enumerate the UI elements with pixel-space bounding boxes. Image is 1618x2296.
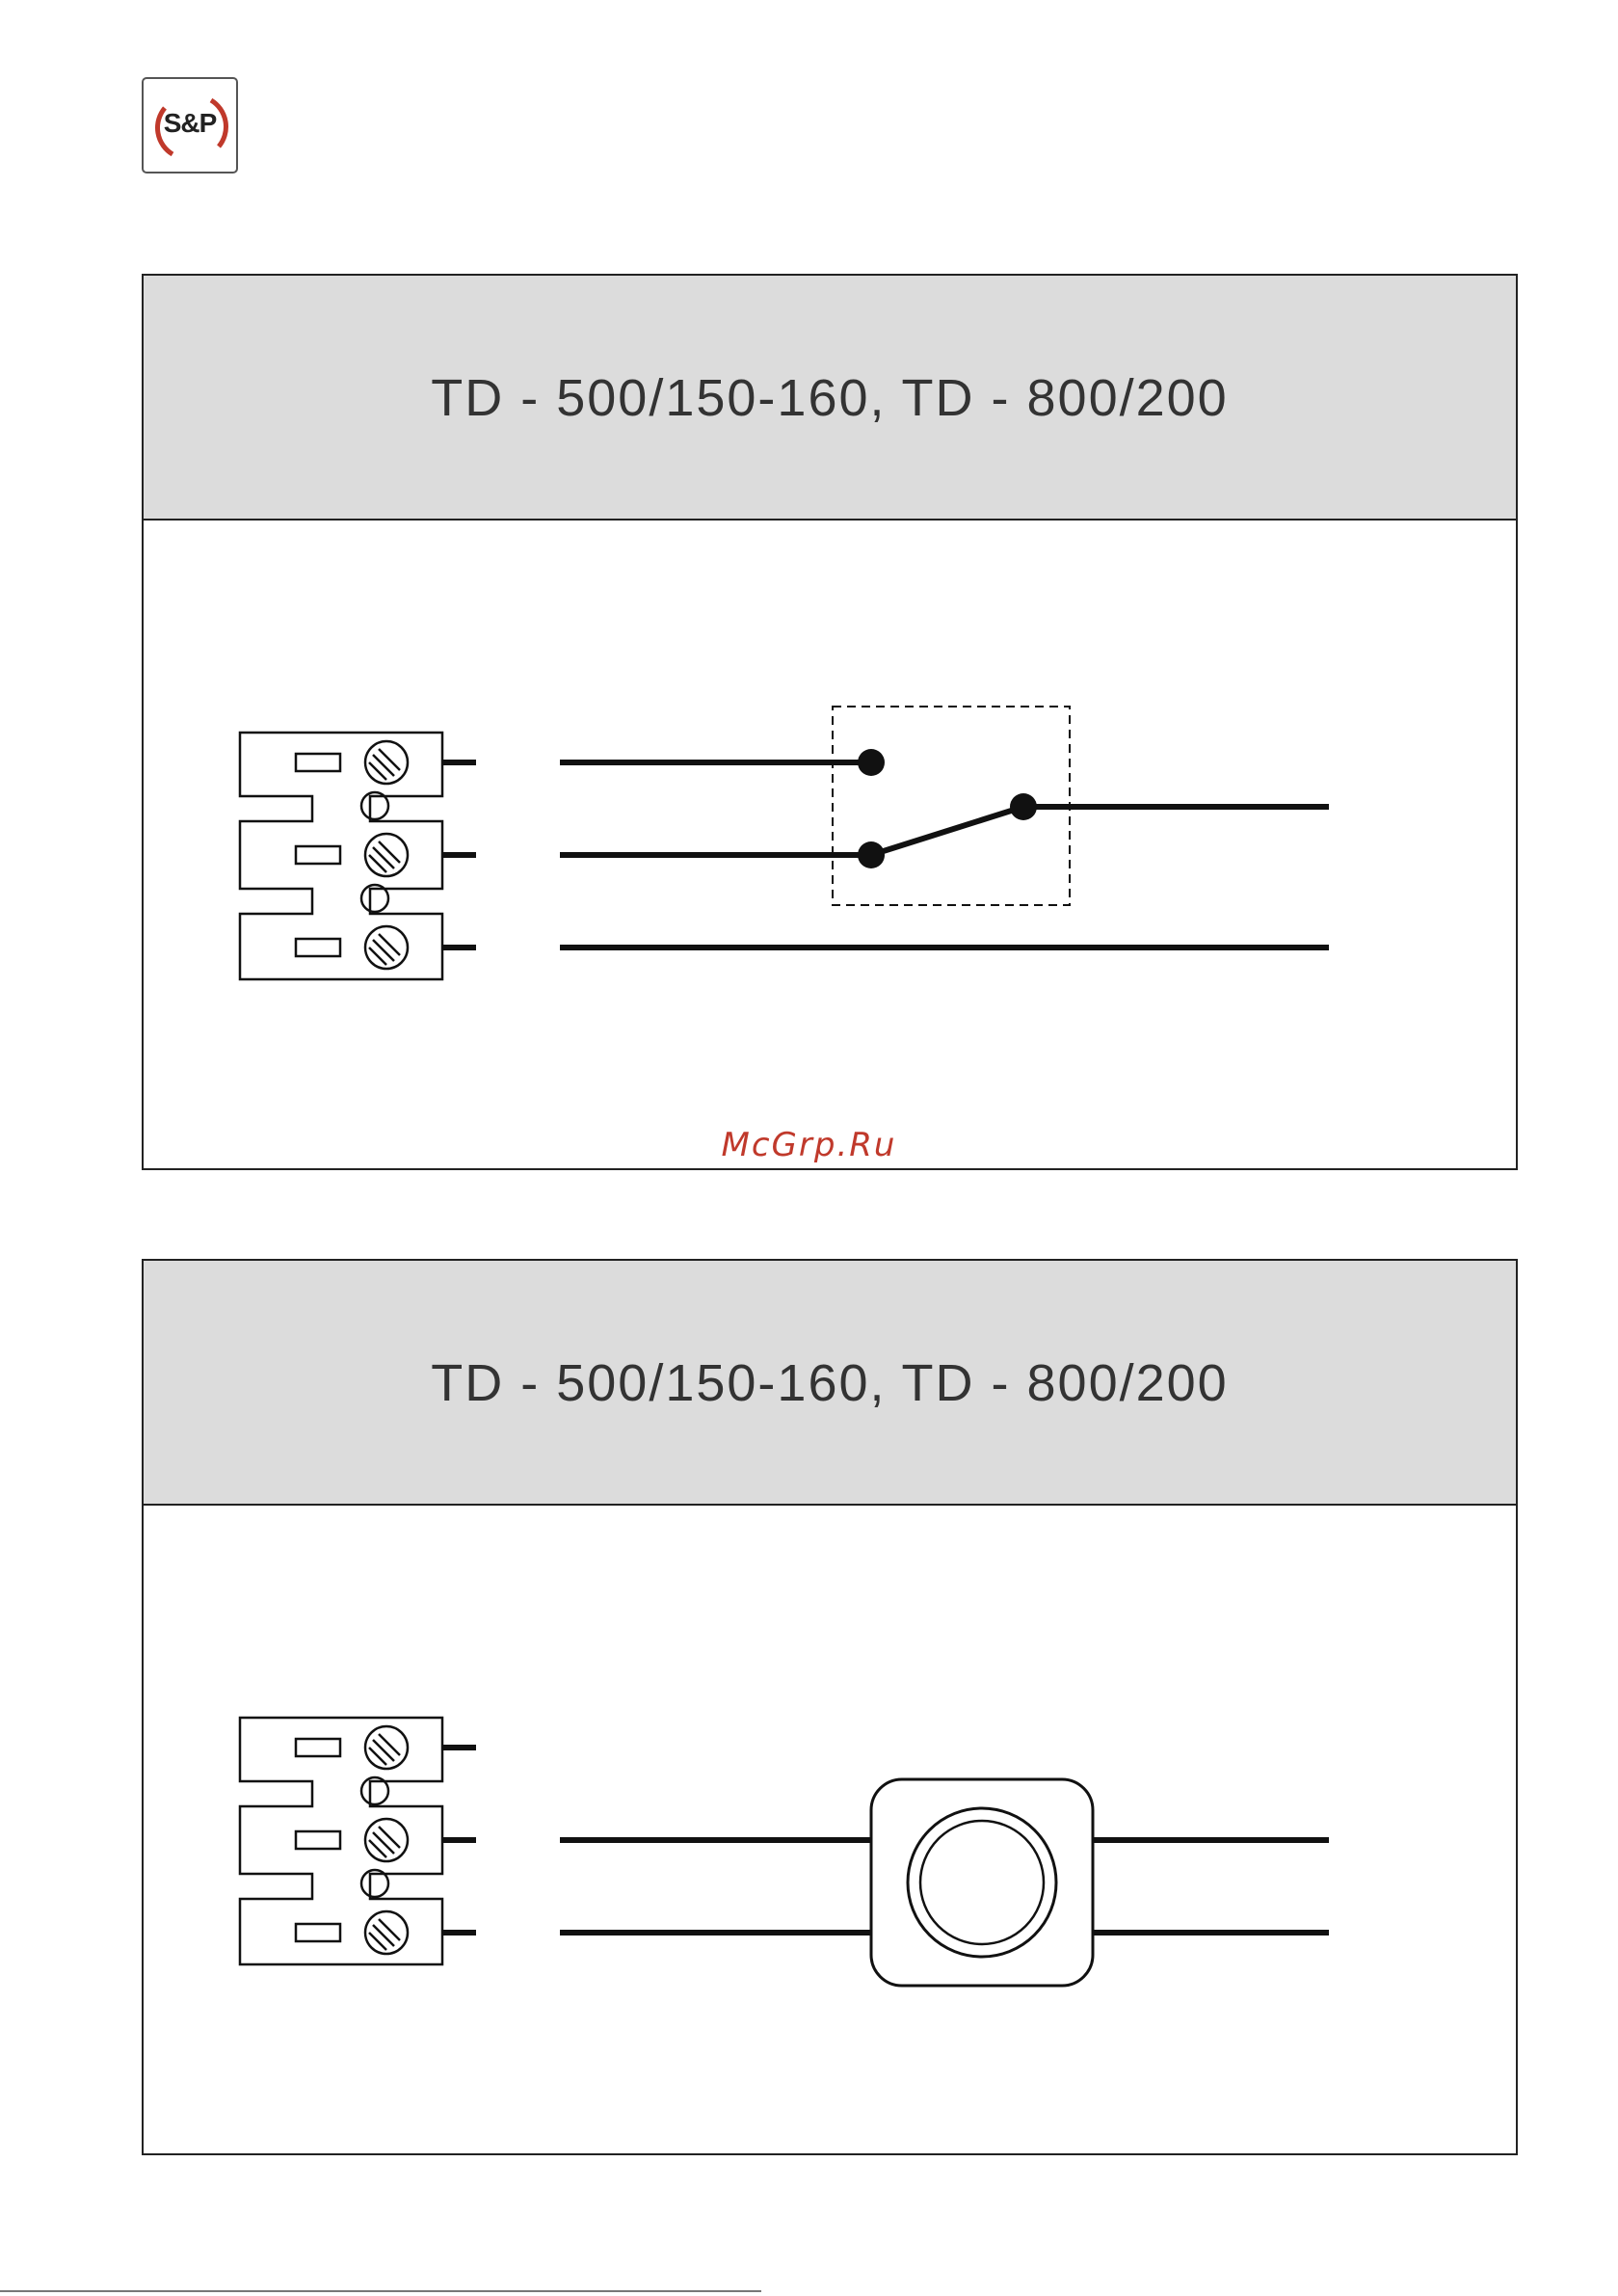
panel-title: TD - 500/150-160, TD - 800/200: [144, 368, 1516, 428]
wiring-panel-switch: TD - 500/150-160, TD - 800/200: [142, 274, 1518, 1170]
terminal-screw-icon: [365, 1726, 408, 1954]
terminal-stubs: [442, 1748, 476, 1933]
terminal-block: [240, 733, 442, 979]
terminal-block: [240, 1718, 442, 1964]
wiring-panel-controller: TD - 500/150-160, TD - 800/200: [142, 1259, 1518, 2155]
speed-controller-icon: [871, 1779, 1093, 1986]
switch-wiring-diagram: [144, 521, 1516, 1168]
panel-header: TD - 500/150-160, TD - 800/200: [144, 1261, 1516, 1506]
controller-wiring-diagram: [144, 1506, 1516, 2153]
logo-text: S&P: [144, 108, 236, 139]
wires: [560, 762, 1329, 948]
footer-divider: [0, 2290, 761, 2292]
panel-title: TD - 500/150-160, TD - 800/200: [144, 1353, 1516, 1413]
watermark-text: McGrp.Ru: [0, 1126, 1618, 1164]
brand-logo: S&P: [142, 77, 238, 174]
terminal-screw-icon: [365, 741, 408, 969]
terminal-stubs: [442, 762, 476, 948]
panel-header: TD - 500/150-160, TD - 800/200: [144, 276, 1516, 521]
